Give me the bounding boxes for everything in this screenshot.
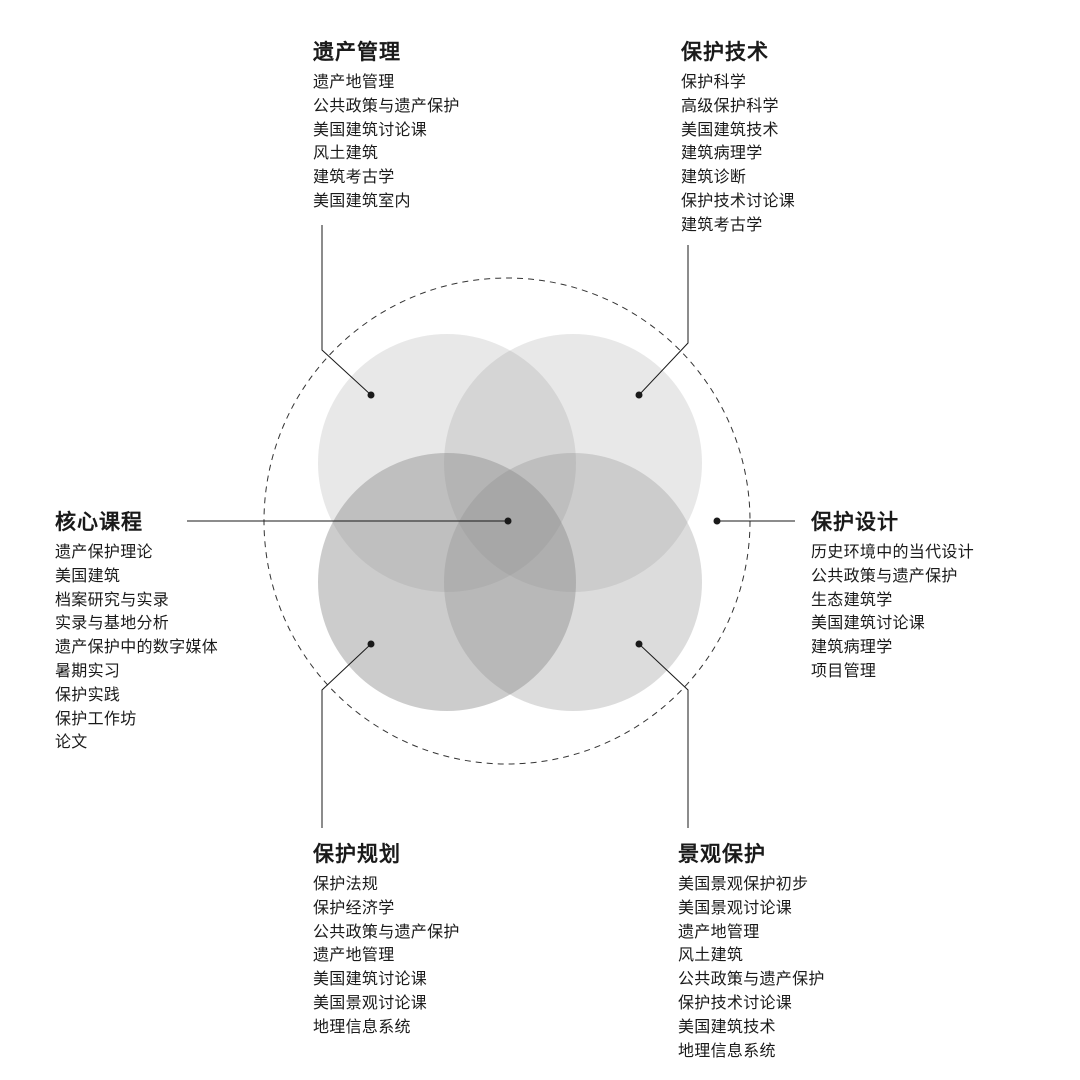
course-item: 遗产地管理 xyxy=(313,72,395,91)
course-item: 公共政策与遗产保护 xyxy=(811,565,958,585)
course-item: 项目管理 xyxy=(811,660,877,680)
course-item: 公共政策与遗产保护 xyxy=(678,969,825,989)
leader-line-heritage-management xyxy=(321,225,372,396)
course-item: 档案研究与实录 xyxy=(55,589,170,609)
course-list: 保护科学 高级保护科学 美国建筑技术 建筑病理学 建筑诊断 保护技术讨论课 建筑… xyxy=(681,70,795,237)
course-item: 高级保护科学 xyxy=(681,95,779,115)
anchor-dot-conservation-planning xyxy=(367,640,375,648)
course-item: 遗产保护理论 xyxy=(55,542,153,561)
course-item: 生态建筑学 xyxy=(811,589,893,609)
circle-conservation-planning xyxy=(318,453,576,711)
course-list: 遗产保护理论 美国建筑 档案研究与实录 实录与基地分析 遗产保护中的数字媒体 暑… xyxy=(55,540,218,754)
course-item: 论文 xyxy=(55,732,88,752)
section-landscape-conservation: 景观保护 美国景观保护初步 美国景观讨论课 遗产地管理 风土建筑 公共政策与遗产… xyxy=(678,840,825,1062)
leader-line-conservation-planning xyxy=(321,643,372,828)
section-conservation-planning: 保护规划 保护法规 保护经济学 公共政策与遗产保护 遗产地管理 美国建筑讨论课 … xyxy=(313,840,460,1039)
course-item: 保护科学 xyxy=(681,72,747,91)
course-item: 美国建筑讨论课 xyxy=(313,119,428,139)
course-item: 遗产地管理 xyxy=(678,921,760,941)
course-item: 美国景观讨论课 xyxy=(313,992,428,1012)
section-title: 保护设计 xyxy=(811,510,899,534)
anchor-dot-landscape-conservation xyxy=(635,640,643,648)
course-item: 保护实践 xyxy=(55,684,121,704)
course-item: 风土建筑 xyxy=(678,945,744,965)
section-conservation-technology: 保护技术 保护科学 高级保护科学 美国建筑技术 建筑病理学 建筑诊断 保护技术讨… xyxy=(681,38,795,237)
course-item: 地理信息系统 xyxy=(678,1040,776,1060)
course-item: 暑期实习 xyxy=(55,660,121,680)
course-item: 保护技术讨论课 xyxy=(681,190,796,210)
course-item: 美国景观讨论课 xyxy=(678,897,793,917)
course-item: 实录与基地分析 xyxy=(55,613,170,633)
leader-line-conservation-technology xyxy=(638,245,689,396)
course-item: 美国景观保护初步 xyxy=(678,874,809,893)
section-title: 保护规划 xyxy=(313,842,401,866)
section-title: 景观保护 xyxy=(678,842,766,866)
course-item: 美国建筑技术 xyxy=(681,119,779,139)
course-item: 风土建筑 xyxy=(313,143,379,163)
course-item: 公共政策与遗产保护 xyxy=(313,921,460,941)
section-title: 核心课程 xyxy=(55,510,143,534)
course-item: 遗产保护中的数字媒体 xyxy=(55,637,219,657)
course-item: 建筑诊断 xyxy=(681,167,747,187)
anchor-dot-conservation-design xyxy=(713,517,721,525)
course-item: 保护工作坊 xyxy=(55,708,137,728)
circle-conservation-technology xyxy=(444,334,702,592)
course-list: 遗产地管理 公共政策与遗产保护 美国建筑讨论课 风土建筑 建筑考古学 美国建筑室… xyxy=(313,70,460,213)
section-title: 遗产管理 xyxy=(313,40,401,64)
course-item: 遗产地管理 xyxy=(313,945,395,965)
course-item: 保护技术讨论课 xyxy=(678,992,793,1012)
course-item: 地理信息系统 xyxy=(313,1016,411,1036)
section-conservation-design: 保护设计 历史环境中的当代设计 公共政策与遗产保护 生态建筑学 美国建筑讨论课 … xyxy=(811,508,974,683)
course-item: 美国建筑讨论课 xyxy=(313,969,428,989)
anchor-dot-heritage-management xyxy=(367,391,375,399)
circle-heritage-management xyxy=(318,334,576,592)
course-list: 美国景观保护初步 美国景观讨论课 遗产地管理 风土建筑 公共政策与遗产保护 保护… xyxy=(678,872,825,1062)
course-item: 公共政策与遗产保护 xyxy=(313,95,460,115)
section-core-curriculum: 核心课程 遗产保护理论 美国建筑 档案研究与实录 实录与基地分析 遗产保护中的数… xyxy=(55,508,218,754)
section-heritage-management: 遗产管理 遗产地管理 公共政策与遗产保护 美国建筑讨论课 风土建筑 建筑考古学 … xyxy=(313,38,460,213)
course-item: 美国建筑技术 xyxy=(678,1016,776,1036)
course-item: 建筑考古学 xyxy=(313,167,395,187)
anchor-dot-conservation-technology xyxy=(635,391,643,399)
course-item: 美国建筑讨论课 xyxy=(811,613,926,633)
anchor-dot-core-curriculum xyxy=(504,517,512,525)
course-item: 美国建筑 xyxy=(55,565,121,585)
leader-line-landscape-conservation xyxy=(638,643,689,828)
section-title: 保护技术 xyxy=(681,40,769,64)
course-list: 历史环境中的当代设计 公共政策与遗产保护 生态建筑学 美国建筑讨论课 建筑病理学… xyxy=(811,540,974,683)
course-item: 保护法规 xyxy=(313,874,379,893)
course-item: 建筑病理学 xyxy=(681,143,763,163)
course-item: 美国建筑室内 xyxy=(313,190,411,210)
course-item: 建筑考古学 xyxy=(681,214,763,234)
course-list: 保护法规 保护经济学 公共政策与遗产保护 遗产地管理 美国建筑讨论课 美国景观讨… xyxy=(313,872,460,1039)
course-item: 保护经济学 xyxy=(313,897,395,917)
course-item: 历史环境中的当代设计 xyxy=(811,542,975,561)
circle-landscape-conservation xyxy=(444,453,702,711)
course-item: 建筑病理学 xyxy=(811,637,893,657)
